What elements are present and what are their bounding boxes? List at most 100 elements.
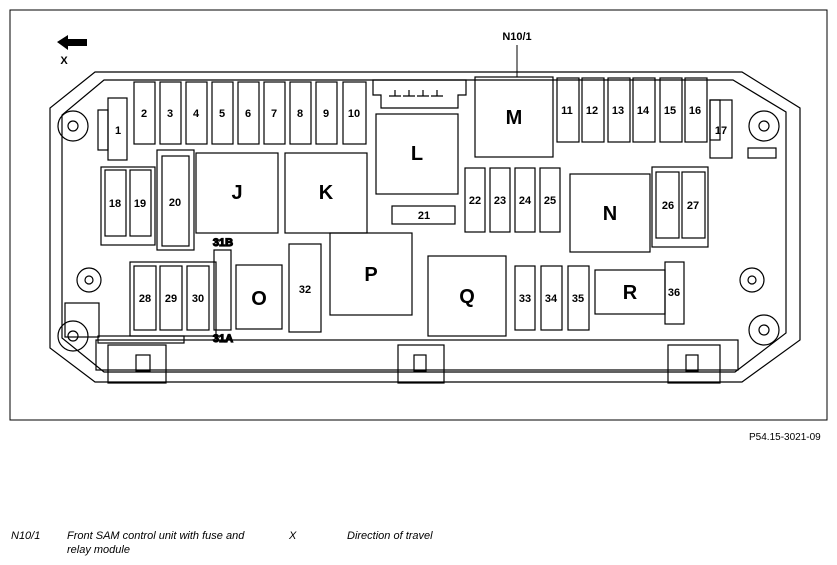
svg-text:M: M: [506, 107, 523, 129]
svg-text:12: 12: [586, 105, 598, 117]
svg-text:3: 3: [167, 108, 173, 120]
svg-text:4: 4: [193, 108, 200, 120]
arrow-left-icon: [57, 35, 87, 50]
svg-text:R: R: [623, 282, 638, 304]
svg-text:17: 17: [715, 125, 727, 137]
svg-text:28: 28: [139, 293, 151, 305]
svg-text:29: 29: [165, 293, 177, 305]
fuse: 4: [185, 81, 208, 145]
relay: K: [284, 152, 368, 234]
relay: P: [329, 232, 413, 316]
fuse: 22: [464, 167, 486, 233]
fuse: 11: [556, 77, 580, 143]
fuse: 24: [514, 167, 536, 233]
fuse: 19: [129, 169, 152, 237]
svg-text:32: 32: [299, 284, 311, 296]
svg-text:9: 9: [323, 108, 329, 120]
fuse: 12: [581, 77, 605, 143]
fuse: 5: [211, 81, 234, 145]
fuse: 18: [104, 169, 127, 237]
svg-text:27: 27: [687, 200, 699, 212]
fuse: 21: [391, 205, 456, 225]
svg-text:22: 22: [469, 195, 481, 207]
svg-text:36: 36: [668, 287, 680, 299]
fuse: 34: [540, 265, 563, 331]
svg-text:33: 33: [519, 293, 531, 305]
fuse: 17: [709, 99, 733, 159]
svg-text:21: 21: [418, 210, 430, 222]
fuse: 8: [289, 81, 312, 145]
svg-text:2: 2: [141, 108, 147, 120]
fuse: 36: [664, 261, 685, 325]
fuse-groups: [97, 99, 721, 337]
svg-text:1: 1: [115, 125, 121, 137]
fuse: 26: [655, 171, 680, 239]
fuse: 10: [342, 81, 367, 145]
svg-text:15: 15: [664, 105, 676, 117]
fuse: 16: [684, 77, 708, 143]
fuse: 20: [161, 155, 190, 247]
svg-text:23: 23: [494, 195, 506, 207]
svg-text:N: N: [603, 203, 617, 225]
legend-code: X: [289, 530, 297, 542]
direction-label: X: [60, 55, 68, 67]
svg-text:11: 11: [561, 105, 573, 117]
fuse: 29: [159, 265, 183, 331]
svg-text:6: 6: [245, 108, 251, 120]
svg-text:J: J: [231, 182, 242, 204]
module-outline: [49, 71, 801, 384]
fuse: 7: [263, 81, 286, 145]
fuse-layer: 1 2 3 4 5 6 7 8 9 10 11 12 13 14 15 16 1…: [104, 77, 733, 346]
svg-text:Q: Q: [459, 286, 475, 308]
fuse: 28: [133, 265, 157, 331]
svg-text:7: 7: [271, 108, 277, 120]
svg-text:35: 35: [572, 293, 584, 305]
connector: [372, 79, 467, 109]
svg-text:O: O: [251, 288, 267, 310]
svg-text:16: 16: [689, 105, 701, 117]
fuse: 9: [315, 81, 338, 145]
svg-text:10: 10: [348, 108, 360, 120]
relay: Q: [427, 255, 507, 337]
mounting-holes: [57, 110, 780, 352]
relay: M: [474, 76, 554, 158]
unit-label: N10/1: [502, 31, 531, 43]
fuse: 25: [539, 167, 561, 233]
figure-reference: P54.15-3021-09: [749, 432, 821, 443]
fuse: 35: [567, 265, 590, 331]
svg-text:20: 20: [169, 197, 181, 209]
legend-description: Direction of travel: [347, 530, 433, 542]
svg-text:19: 19: [134, 198, 146, 210]
fuse: 33: [514, 265, 536, 331]
svg-text:L: L: [411, 143, 423, 165]
fuse: 2: [133, 81, 156, 145]
relay: J: [195, 152, 279, 234]
svg-text:5: 5: [219, 108, 225, 120]
fuse: [213, 249, 232, 331]
relay: R: [594, 269, 666, 315]
fuse: 15: [659, 77, 683, 143]
svg-text:K: K: [319, 182, 334, 204]
fuse: 23: [489, 167, 511, 233]
svg-text:13: 13: [612, 105, 624, 117]
svg-text:34: 34: [545, 293, 558, 305]
fuse: 14: [632, 77, 656, 143]
fuse-box-diagram: N10/1 X 1 2 3 4 5 6 7 8 9 10 11 12 13 14…: [9, 9, 828, 421]
fuse: 13: [607, 77, 631, 143]
svg-text:8: 8: [297, 108, 303, 120]
fuse-label-31a: 31A: [213, 333, 233, 345]
svg-text:18: 18: [109, 198, 121, 210]
fuse-label-31b: 31B: [213, 237, 233, 249]
relay: N: [569, 173, 651, 253]
legend-code: N10/1: [11, 530, 41, 542]
svg-text:25: 25: [544, 195, 556, 207]
diagram-frame: [9, 9, 828, 421]
legend-description: Front SAM control unit with fuse and rel…: [67, 530, 245, 556]
fuse: 27: [681, 171, 706, 239]
relay: O: [235, 264, 283, 330]
svg-text:26: 26: [662, 200, 674, 212]
relay: L: [375, 113, 459, 195]
svg-text:24: 24: [519, 195, 532, 207]
fuse: 30: [186, 265, 210, 331]
svg-text:14: 14: [637, 105, 650, 117]
